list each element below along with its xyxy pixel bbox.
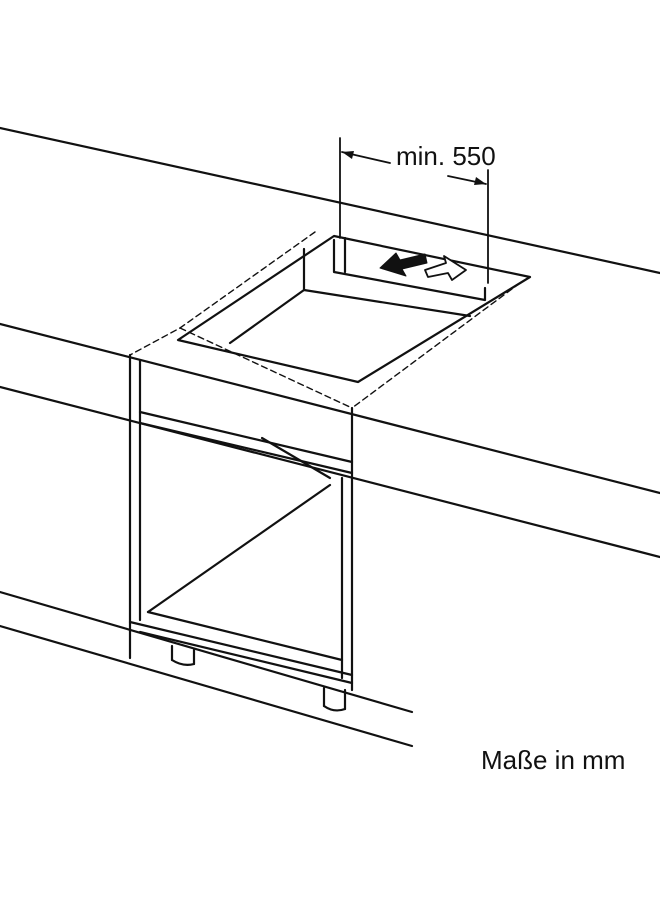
hob-outline-right — [351, 282, 521, 409]
plinth-bottom-line — [0, 624, 414, 748]
worktop — [0, 126, 660, 559]
insertion-arrow-front — [379, 252, 428, 277]
cabinet-foot-left — [170, 644, 196, 666]
cutout-outline — [176, 234, 532, 384]
units-note: Maße in mm — [481, 745, 626, 775]
cabinet-base-bottom — [138, 630, 354, 685]
insertion-arrow-back — [424, 255, 467, 281]
worktop-cutout — [176, 234, 532, 384]
plinth — [0, 590, 414, 748]
cabinet-base-top — [128, 620, 354, 677]
cabinet-back-top — [260, 436, 332, 480]
worktop-front-top-edge — [0, 322, 660, 495]
hob-outline-left — [129, 231, 316, 393]
cabinet-feet — [170, 644, 347, 712]
cabinet-foot-right — [322, 686, 347, 712]
dimension-arrowhead-left — [342, 151, 354, 159]
dimension-label: min. 550 — [396, 141, 496, 171]
plinth-top-line — [0, 590, 414, 714]
cabinet-shelf-bottom — [138, 421, 354, 475]
cabinet-shelf-top — [138, 410, 354, 464]
base-cabinet — [128, 353, 354, 692]
dimension-arrowhead-right — [474, 177, 486, 185]
hob-outline-front — [179, 327, 353, 409]
cutout-inner-floor — [302, 288, 472, 318]
cutout-rear-ledge — [332, 238, 487, 302]
cabinet-back-diagonal — [146, 483, 332, 614]
worktop-front-bottom-edge — [0, 385, 660, 559]
worktop-back-edge — [0, 126, 660, 275]
insertion-arrow-icon — [379, 252, 467, 281]
cabinet-floor — [146, 610, 344, 662]
